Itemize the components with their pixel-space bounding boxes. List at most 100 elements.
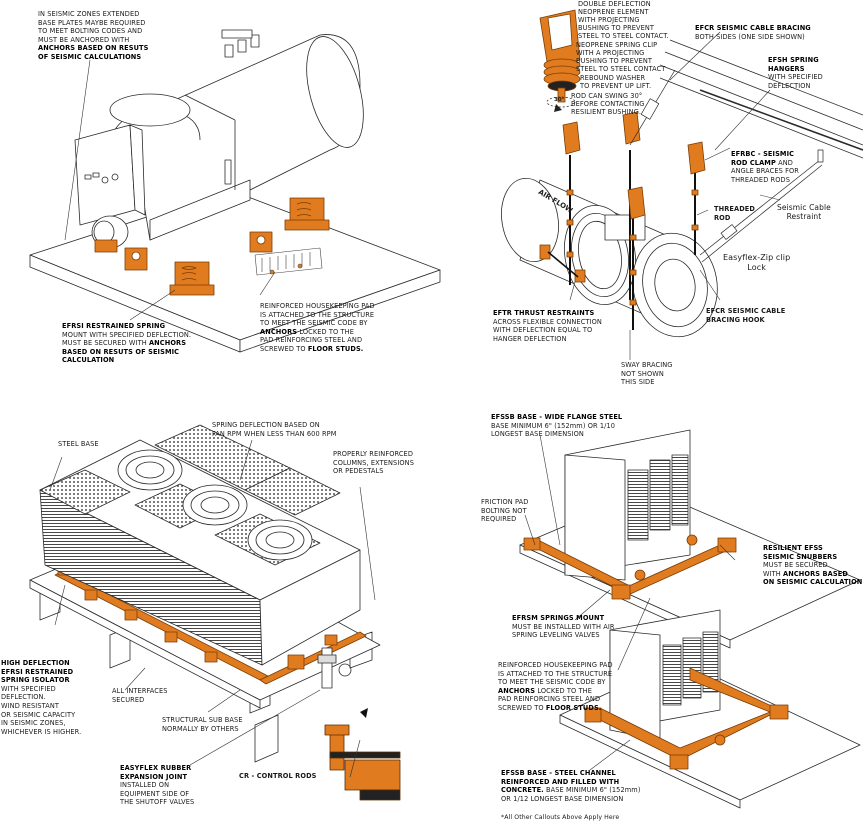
callout-line-bold: ANCHORS BASED ON RESUTS <box>38 44 149 53</box>
callout-threaded-rod: THREADED ROD <box>714 205 755 222</box>
boiler-illustration <box>29 29 441 353</box>
callout-line: THREADED <box>714 205 755 213</box>
callout-easyflex-zip-clip: Easyflex-Zip clip Lock <box>723 253 790 273</box>
callout-line: Seismic Cable <box>777 203 831 212</box>
seismic-cable-restraints <box>629 69 824 263</box>
callout-line: STEEL TO STEEL CONTACT. <box>578 32 669 40</box>
callout-line: BOLTING NOT <box>481 506 527 515</box>
callout-line: NEOPRENE ELEMENT <box>578 8 649 16</box>
callout-spring-deflection: SPRING DEFLECTION BASED ON FAN RPM WHEN … <box>212 421 337 438</box>
callout-line: TO MEET THE SEISMIC CODE BY <box>498 678 606 687</box>
callout-line: WITH SPECIFIED <box>1 684 56 693</box>
callout-text-bold: ROD CLAMP <box>731 158 776 167</box>
callout-title: EFRSM SPRINGS MOUNT <box>512 614 605 622</box>
callout-line: Restraint <box>786 212 822 221</box>
callout-line: IN SEISMIC ZONES EXTENDED <box>38 10 140 18</box>
leader-lines <box>49 31 781 778</box>
callout-line: MUST BE ANCHORED WITH <box>38 35 130 44</box>
callout-line: MUST BE SECURED WITH ANCHORS <box>62 339 191 348</box>
callout-line: SCREWED TO FLOOR STUDS. <box>498 704 613 713</box>
callout-title: EFRSI RESTRAINED <box>1 667 74 676</box>
callout-double-deflection: DOUBLE DEFLECTION NEOPRENE ELEMENT WITH … <box>578 0 669 40</box>
callout-line: STEEL TO STEEL CONTACT <box>576 65 666 73</box>
callout-text-bold: ANCHORS <box>148 339 187 348</box>
control-rod-detail <box>324 708 401 801</box>
callout-line: THE SHUTOFF VALVES <box>120 798 195 807</box>
callout-efrsm-springs-mount: EFRSM SPRINGS MOUNT MUST BE INSTALLED WI… <box>512 614 615 640</box>
callout-sway-bracing: SWAY BRACING NOT SHOWN THIS SIDE <box>621 361 673 387</box>
callout-efssb-wide-flange: EFSSB BASE - WIDE FLANGE STEEL BASE MINI… <box>491 413 622 439</box>
callout-line: RESILIENT BUSHING. <box>571 108 642 116</box>
callout-line: OR PEDESTALS <box>333 467 384 476</box>
callout-line: IS ATTACHED TO THE STRUCTURE <box>260 310 375 319</box>
callout-line: BASE PLATES MAYBE REQUIRED <box>38 18 146 27</box>
overhead-beams <box>659 39 863 159</box>
callout-eftr-thrust-restraints: EFTR THRUST RESTRAINTS ACROSS FLEXIBLE C… <box>493 309 602 343</box>
callout-efrbc-rod-clamp: EFRBC - SEISMIC ROD CLAMP AND ANGLE BRAC… <box>731 150 799 184</box>
callout-line: FAN RPM WHEN LESS THAN 600 RPM <box>212 429 337 438</box>
callout-line: IS ATTACHED TO THE STRUCTURE <box>498 669 613 678</box>
callout-text-bold: ANCHORS <box>260 327 298 336</box>
callout-title: SPRING ISOLATOR <box>1 676 70 685</box>
wide-flange-base <box>523 534 737 600</box>
callout-line: NOT SHOWN <box>621 369 664 378</box>
callout-title: HIGH DEFLECTION <box>1 659 70 667</box>
callout-line: PAD REINFORCING STEEL AND <box>498 695 601 704</box>
callout-line: WIND RESISTANT <box>1 701 60 710</box>
callout-line: ROD CAN SWING 30° <box>571 92 643 100</box>
callout-title: EFRBC - SEISMIC <box>731 150 795 158</box>
callout-line: ANCHORS LOCKED TO THE <box>260 328 375 337</box>
callout-line: MUST BE SECURED <box>763 561 828 570</box>
callout-text-bold: ANCHORS <box>498 686 536 695</box>
callout-efrsi-restrained-spring: EFRSI RESTRAINED SPRING MOUNT WITH SPECI… <box>62 322 191 365</box>
callout-control-rods: CR - CONTROL RODS <box>239 772 317 780</box>
callout-efcr-cable-bracing: EFCR SEISMIC CABLE BRACING BOTH SIDES (O… <box>695 24 811 41</box>
callout-line: DEFLECTION <box>768 81 811 90</box>
callout-text-bold: FLOOR STUDS. <box>545 703 602 712</box>
callout-housekeeping-pad-boiler: REINFORCED HOUSEKEEPING PAD IS ATTACHED … <box>260 302 375 354</box>
callout-line: DOUBLE DEFLECTION <box>578 0 651 8</box>
callout-line: BEFORE CONTACTING <box>571 100 645 108</box>
callout-title: EFCR SEISMIC CABLE BRACING <box>695 24 811 32</box>
callout-title: RESILIENT EFSS <box>763 544 823 552</box>
callout-steel-base: STEEL BASE <box>58 440 99 448</box>
callout-line: WITH PROJECTING <box>578 16 640 24</box>
callout-line: SCREWED TO FLOOR STUDS. <box>260 345 375 354</box>
callout-text: SCREWED TO <box>498 703 546 712</box>
callout-line: WITH SPECIFIED <box>768 73 823 82</box>
callout-text: SCREWED TO <box>260 344 308 353</box>
callout-line: WITH DEFLECTION EQUAL TO <box>493 326 593 335</box>
callout-title: EXPANSION JOINT <box>120 772 188 781</box>
callout-rebound-washer: REBOUND WASHER TO PREVENT UP LIFT. <box>580 74 651 90</box>
callout-text-bold: FLOOR STUDS. <box>307 344 364 353</box>
callout-all-interfaces: ALL INTERFACES SECURED <box>112 687 168 704</box>
steel-base <box>54 564 367 685</box>
callout-reinforced-columns: PROPERLY REINFORCED COLUMNS, EXTENSIONS … <box>333 450 414 476</box>
callout-line: THIS SIDE <box>621 378 655 387</box>
callout-line: BRACING HOOK <box>706 315 765 324</box>
callout-title: EFRSI RESTRAINED SPRING <box>62 322 166 330</box>
callout-text: AND <box>775 158 793 167</box>
callout-line: WITH ANCHORS BASED <box>763 570 862 579</box>
callout-line-bold: CALCULATION <box>62 356 115 365</box>
callout-resilient-snubbers: RESILIENT EFSS SEISMIC SNUBBERS MUST BE … <box>763 544 862 587</box>
callout-efssb-steel-channel: EFSSB BASE - STEEL CHANNEL REINFORCED AN… <box>501 769 641 803</box>
callout-line: COLUMNS, EXTENSIONS <box>333 458 414 467</box>
callout-text: BASE MINIMUM 6" (152mm) <box>543 786 641 795</box>
callout-line: TO MEET BOLTING CODES AND <box>38 27 143 36</box>
callout-line: REBOUND WASHER <box>580 74 646 82</box>
pad-reinforcing-steel <box>254 247 323 276</box>
callout-line: WHICHEVER IS HIGHER. <box>1 727 82 736</box>
callout-line: OR 1/12 LONGEST BASE DIMENSION <box>501 794 624 803</box>
callout-text: WITH <box>763 569 784 578</box>
callout-title: EFSSB BASE - STEEL CHANNEL <box>501 769 616 777</box>
callout-line: NORMALLY BY OTHERS <box>162 724 239 733</box>
chiller-coils <box>627 454 689 541</box>
callout-neoprene-spring-clip: NEOPRENE SPRING CLIP WITH A PROJECTING B… <box>576 41 665 73</box>
callout-line: INSTALLED ON <box>120 781 170 790</box>
callout-title: EFSH SPRING <box>768 56 819 64</box>
callout-line: REINFORCED HOUSEKEEPING PAD <box>498 661 613 669</box>
callout-line-bold: BASED ON RESUTS OF SEISMIC <box>62 347 180 356</box>
callout-line: SWAY BRACING <box>621 361 673 369</box>
